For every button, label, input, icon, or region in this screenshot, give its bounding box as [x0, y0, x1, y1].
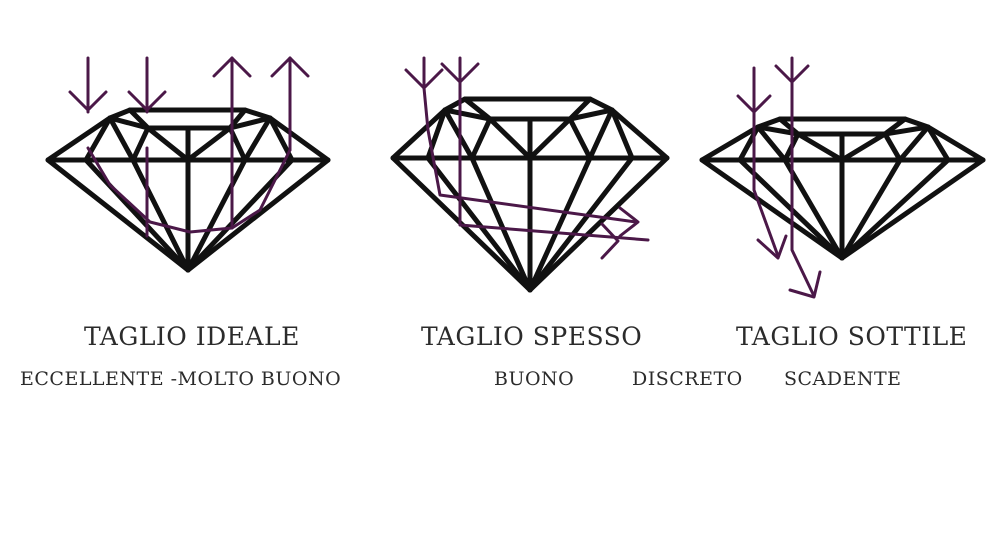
grade-fair-label: DISCRETO	[632, 368, 743, 390]
grade-poor-label: SCADENTE	[784, 368, 902, 390]
ideal-cut-light-rays	[68, 56, 310, 238]
deep-cut-title: TAGLIO SPESSO	[421, 322, 643, 351]
grade-excellent-label: ECCELLENTE -MOLTO BUONO	[20, 368, 342, 390]
deep-cut-diamond	[390, 96, 670, 293]
grade-good-label: BUONO	[494, 368, 575, 390]
ideal-cut-title: TAGLIO IDEALE	[84, 322, 300, 351]
shallow-cut-diamond	[699, 116, 986, 261]
deep-cut-light-rays	[404, 56, 650, 260]
shallow-cut-light-rays	[736, 56, 822, 299]
ideal-cut-diamond	[45, 107, 331, 273]
shallow-cut-title: TAGLIO SOTTILE	[736, 322, 968, 351]
